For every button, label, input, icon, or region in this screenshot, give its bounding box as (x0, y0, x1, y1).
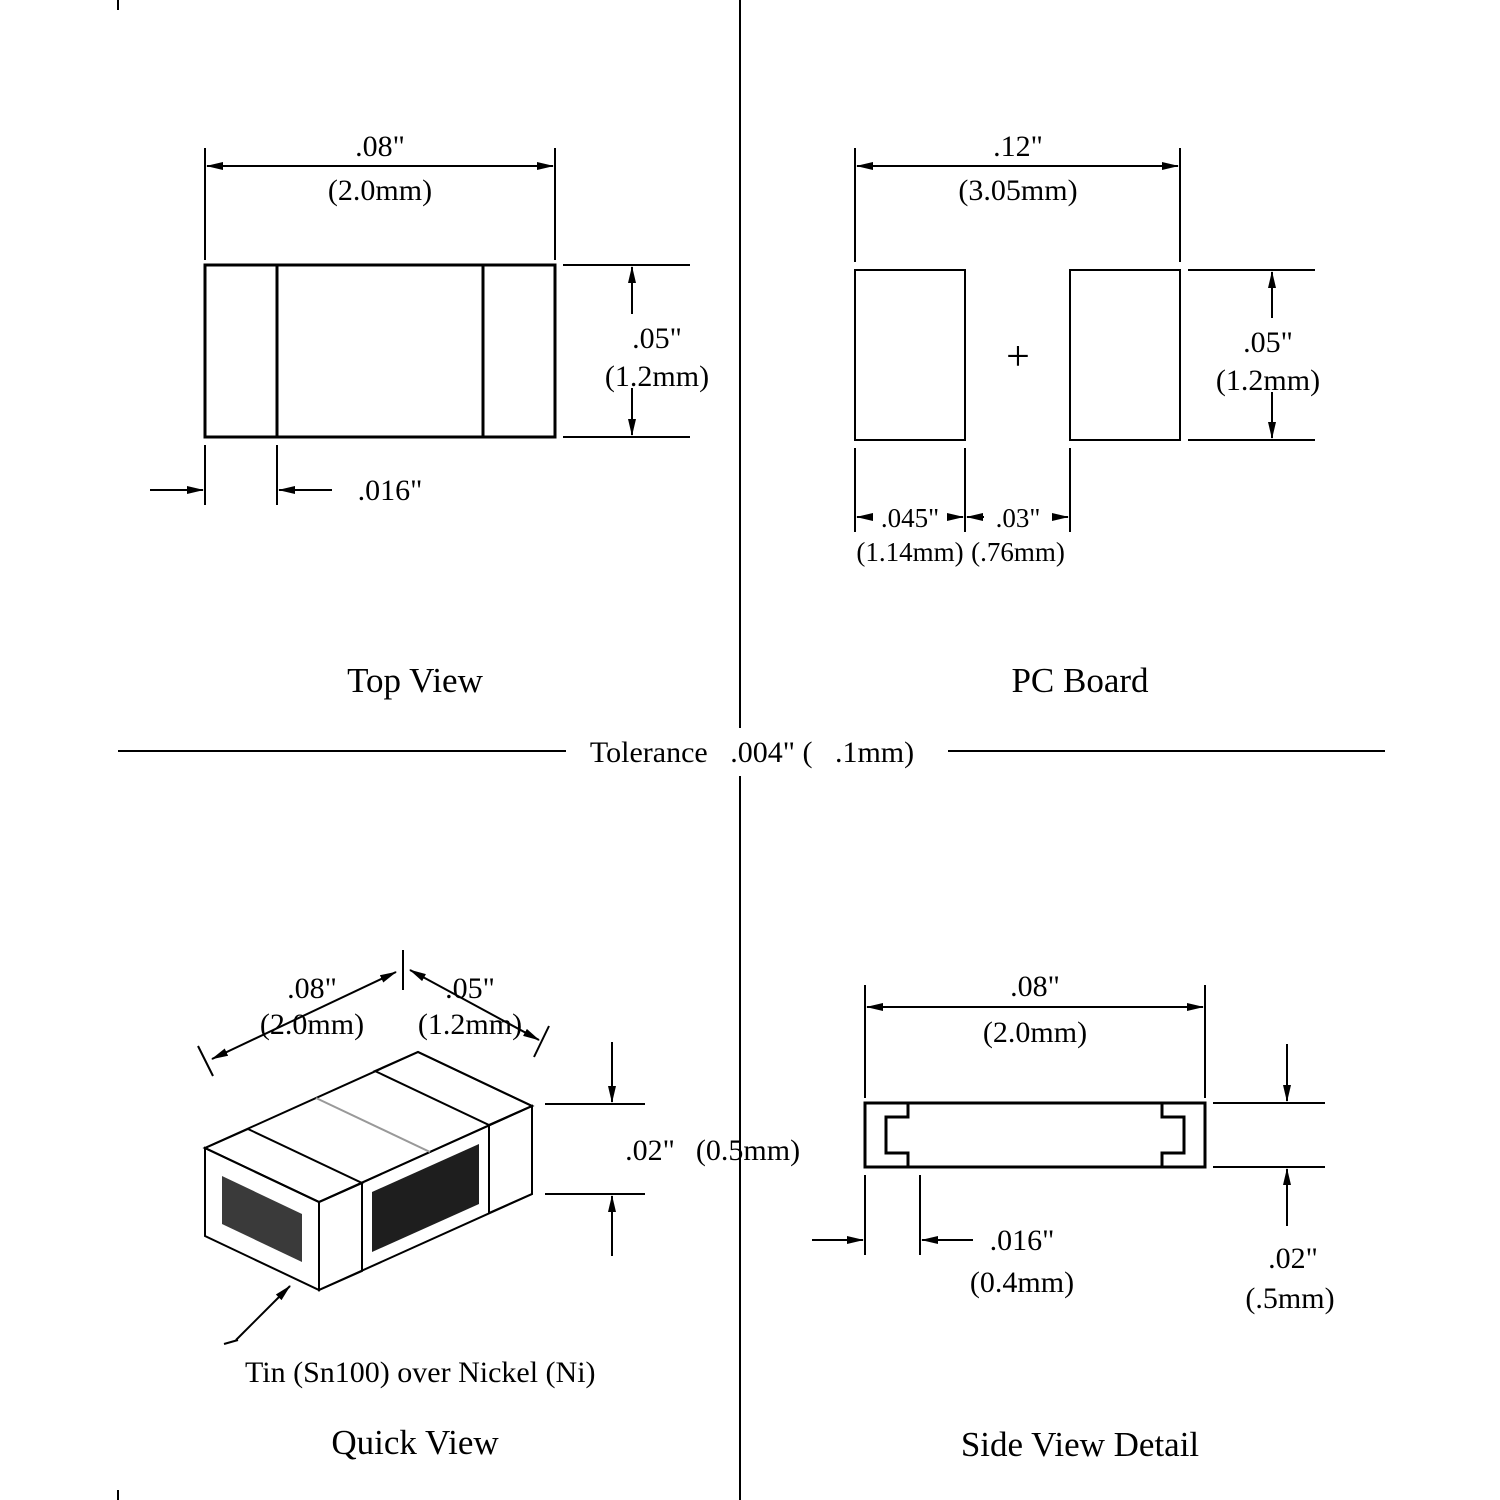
quick-view-length-inch-label: .08" (287, 972, 337, 1005)
side-view-height-dimension-lines (1213, 1044, 1325, 1226)
pad-gap-inch-label: .03" (996, 503, 1041, 533)
quick-view-length-width-dimension-lines (197, 950, 550, 1077)
plating-callout-arrow (235, 1285, 291, 1341)
quick-view-height-dimension-lines (545, 1042, 645, 1256)
top-view-height-mm-label: (1.2mm) (605, 360, 709, 393)
plating-callout-tail (223, 1339, 239, 1345)
left-pad (854, 269, 966, 441)
chip3d-top-left-band (202, 1127, 365, 1204)
pc-board-height-inch-label: .05" (1243, 326, 1293, 359)
quick-view-height-mm-label: (0.5mm) (696, 1134, 800, 1167)
side-view-height-inch-label: .02" (1268, 1242, 1318, 1275)
pc-board-caption: PC Board (1011, 661, 1149, 700)
quick-view-width-mm-label: (1.2mm) (418, 1008, 522, 1041)
quick-view-height-inch-label: .02" (625, 1134, 675, 1167)
side-view-caption: Side View Detail (961, 1425, 1200, 1464)
top-view-width-mm-label: (2.0mm) (328, 174, 432, 207)
pc-board-width-inch-label: .12" (993, 130, 1043, 163)
right-pad (1069, 269, 1181, 441)
side-view-length-dimension-lines (864, 985, 1206, 1098)
tolerance-note: Tolerance .004" ( .1mm) (590, 736, 914, 769)
top-view-width-inch-label: .08" (355, 130, 405, 163)
chip3d-end-recess (222, 1176, 302, 1262)
pc-board-width-mm-label: (3.05mm) (958, 174, 1077, 207)
chip-left-terminal (203, 263, 279, 439)
quick-view-caption: Quick View (331, 1423, 499, 1462)
chip-right-terminal (481, 263, 557, 439)
pad-width-inch-label: .045" (881, 503, 939, 533)
side-view-terminal-inch-label: .016" (990, 1224, 1055, 1257)
chip3d-front-recess (372, 1144, 479, 1252)
chip3d-top-face (202, 1050, 535, 1204)
side-view-drawing: .08" (2.0mm) .016" (0.4mm) .02" (.5mm) S… (812, 970, 1335, 1464)
side-view-height-mm-label: (.5mm) (1245, 1282, 1334, 1315)
pc-board-width-dimension-lines (854, 148, 1181, 262)
top-view-caption: Top View (347, 661, 483, 700)
side-profile-outline (863, 1101, 1207, 1169)
pad-width-mm-label: (1.14mm) (856, 537, 963, 567)
chip3d-top-right-band (372, 1050, 535, 1127)
side-view-length-inch-label: .08" (1010, 970, 1060, 1003)
quadrant-divider-lines (117, 0, 1385, 1500)
chip-body-outline (203, 263, 557, 439)
quick-view-length-mm-label: (2.0mm) (260, 1008, 364, 1041)
pc-board-drawing: + .12" (3.05mm) .05" (1.2mm) .045" (854, 130, 1320, 700)
top-view-height-dimension-lines (563, 264, 690, 438)
pc-board-pad-gap-dimension-lines (854, 448, 1071, 532)
top-view-height-inch-label: .05" (632, 322, 682, 355)
chip3d-top-highlight-edge (315, 1097, 431, 1153)
plating-note: Tin (Sn100) over Nickel (Ni) (245, 1356, 596, 1389)
pc-board-height-dimension-lines (1188, 269, 1315, 441)
top-view-terminal-dimension-lines (150, 445, 332, 505)
pad-gap-mm-label: (.76mm) (971, 537, 1065, 567)
side-view-length-mm-label: (2.0mm) (983, 1016, 1087, 1049)
side-view-terminal-mm-label: (0.4mm) (970, 1266, 1074, 1299)
quick-view-width-inch-label: .05" (445, 972, 495, 1005)
quick-view-drawing: .08" (2.0mm) .05" (1.2mm) .02" (0.5mm) T… (197, 950, 800, 1462)
side-right-terminal-detail (1160, 1103, 1186, 1167)
top-view-width-dimension-lines (204, 148, 556, 260)
top-view-drawing: .08" (2.0mm) .05" (1.2mm) .016" Top View (150, 130, 709, 700)
pad-center-plus: + (1006, 334, 1030, 380)
side-left-terminal-detail (884, 1103, 910, 1167)
pc-board-height-mm-label: (1.2mm) (1216, 364, 1320, 397)
side-view-terminal-dimension-lines (812, 1175, 973, 1255)
top-view-terminal-inch-label: .016" (358, 474, 423, 507)
